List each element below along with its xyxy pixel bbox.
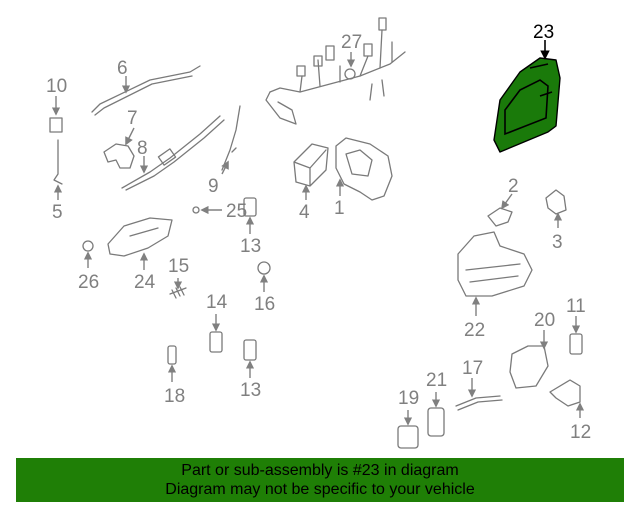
part-5-rod [53, 139, 63, 185]
part-4-actuator [293, 143, 329, 187]
callout-26[interactable]: 26 [78, 272, 99, 293]
part-9-rod [221, 105, 241, 171]
callout-6[interactable]: 6 [117, 58, 128, 79]
callout-1[interactable]: 1 [334, 198, 345, 219]
callout-17[interactable]: 17 [462, 358, 483, 379]
part-20-latch [509, 345, 549, 389]
callout-25[interactable]: 25 [226, 201, 247, 222]
callout-20[interactable]: 20 [534, 310, 555, 331]
part-11-clip [569, 333, 583, 355]
callout-27[interactable]: 27 [341, 32, 362, 53]
callout-12[interactable]: 12 [570, 422, 591, 443]
part-19-seal [397, 425, 419, 449]
parts-diagram: 23 27 6 10 5 7 8 9 4 1 [46, 17, 591, 449]
callout-16[interactable]: 16 [254, 294, 275, 315]
part-21-seal [427, 407, 445, 437]
callout-13-upper[interactable]: 13 [240, 236, 261, 257]
part-13-clip-upper [243, 197, 257, 217]
part-8-rod [121, 115, 225, 191]
part-15-spring [169, 286, 187, 299]
part-18-pin [167, 345, 177, 365]
part-22-outer-handle [457, 231, 533, 297]
part-27-wiring-harness [265, 17, 406, 125]
part-3-bracket [545, 189, 567, 215]
part-1-lock-assembly [335, 137, 393, 201]
callout-4[interactable]: 4 [299, 202, 310, 223]
callout-2[interactable]: 2 [508, 176, 519, 197]
callout-7[interactable]: 7 [127, 108, 138, 129]
part-25-screw [192, 206, 200, 214]
callout-22[interactable]: 22 [464, 320, 485, 341]
callout-24[interactable]: 24 [134, 272, 156, 293]
callout-10[interactable]: 10 [46, 76, 67, 97]
part-17-link [455, 395, 503, 411]
callout-14[interactable]: 14 [206, 292, 228, 313]
callout-11[interactable]: 11 [566, 296, 586, 317]
part-13-clip-lower [243, 339, 257, 361]
banner-line-2: Diagram may not be specific to your vehi… [165, 481, 475, 498]
part-26-grommet [82, 240, 94, 252]
callout-21[interactable]: 21 [426, 370, 447, 391]
callout-9[interactable]: 9 [208, 176, 219, 197]
callout-13-lower[interactable]: 13 [240, 380, 261, 401]
part-2-bracket [487, 207, 513, 227]
part-12-bracket [549, 379, 581, 407]
callout-5[interactable]: 5 [52, 202, 63, 223]
part-7-lever [103, 143, 135, 169]
callout-23[interactable]: 23 [533, 22, 554, 43]
callout-19[interactable]: 19 [398, 388, 419, 409]
part-23-cover-panel[interactable] [493, 57, 561, 153]
part-10-clip [49, 117, 63, 133]
part-6-rod [91, 65, 201, 116]
part-16-bushing [257, 261, 271, 275]
callout-18[interactable]: 18 [164, 386, 185, 407]
info-banner: Part or sub-assembly is #23 in diagram D… [16, 458, 624, 502]
banner-line-1: Part or sub-assembly is #23 in diagram [181, 462, 459, 479]
part-24-inner-handle [107, 217, 173, 257]
part-14-clip [209, 331, 223, 353]
callout-3[interactable]: 3 [552, 232, 563, 253]
callout-15[interactable]: 15 [168, 256, 189, 277]
callout-8[interactable]: 8 [137, 138, 148, 159]
